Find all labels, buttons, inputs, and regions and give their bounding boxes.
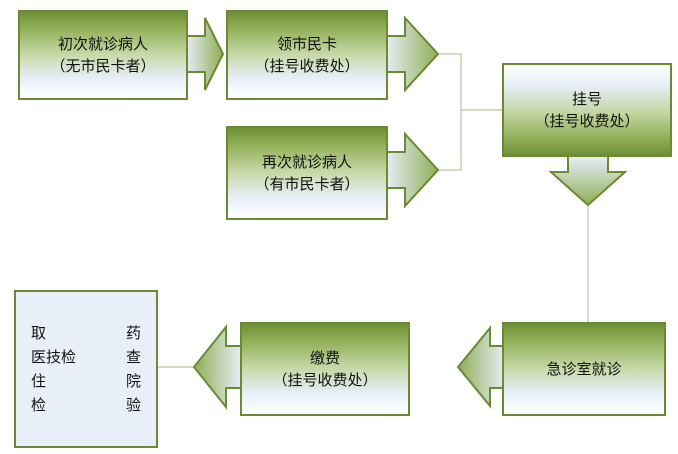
services-cell-1: 取	[31, 324, 47, 342]
services-cell-7: 检	[31, 396, 47, 414]
node-first-visit-line2: （无市民卡者）	[50, 57, 156, 75]
services-cell-8: 验	[125, 396, 141, 414]
node-return-visit-line2: （有市民卡者）	[254, 175, 360, 193]
node-first-visit-line1: 初次就诊病人	[57, 35, 148, 53]
node-get-card: 领市民卡 （挂号收费处）	[226, 10, 388, 100]
node-pay-line1: 缴费	[309, 349, 340, 367]
node-return-visit-line1: 再次就诊病人	[261, 153, 352, 171]
services-cell-6: 院	[125, 372, 141, 390]
node-emergency-line1: 急诊室就诊	[546, 360, 622, 378]
services-grid: 取 药 医技检 查 住 院 检 验	[31, 322, 141, 416]
node-first-visit: 初次就诊病人 （无市民卡者）	[18, 10, 188, 100]
arrow-emergency-left	[456, 325, 507, 409]
services-cell-2: 药	[125, 324, 141, 342]
node-emergency: 急诊室就诊	[502, 322, 666, 416]
node-register-line2: （挂号收费处）	[534, 112, 640, 130]
arrow-register-down	[548, 155, 628, 207]
node-register: 挂号 （挂号收费处）	[502, 63, 672, 157]
arrow-pay-left	[192, 324, 243, 410]
node-get-card-line1: 领市民卡	[276, 35, 337, 53]
services-cell-5: 住	[31, 372, 47, 390]
arrow-card-tip	[384, 15, 440, 93]
arrow-return-tip	[384, 131, 440, 209]
node-services: 取 药 医技检 查 住 院 检 验	[14, 290, 158, 448]
connector-card-to-register	[438, 53, 502, 111]
node-get-card-line2: （挂号收费处）	[254, 57, 360, 75]
connector-return-to-register	[438, 110, 462, 171]
services-cell-3: 医技检	[31, 348, 77, 366]
arrow-first-to-card	[184, 17, 225, 91]
services-cell-4: 查	[125, 348, 141, 366]
node-pay: 缴费 （挂号收费处）	[240, 322, 410, 416]
node-pay-line2: （挂号收费处）	[272, 371, 378, 389]
node-return-visit: 再次就诊病人 （有市民卡者）	[226, 126, 388, 220]
node-register-line1: 挂号	[571, 90, 602, 108]
